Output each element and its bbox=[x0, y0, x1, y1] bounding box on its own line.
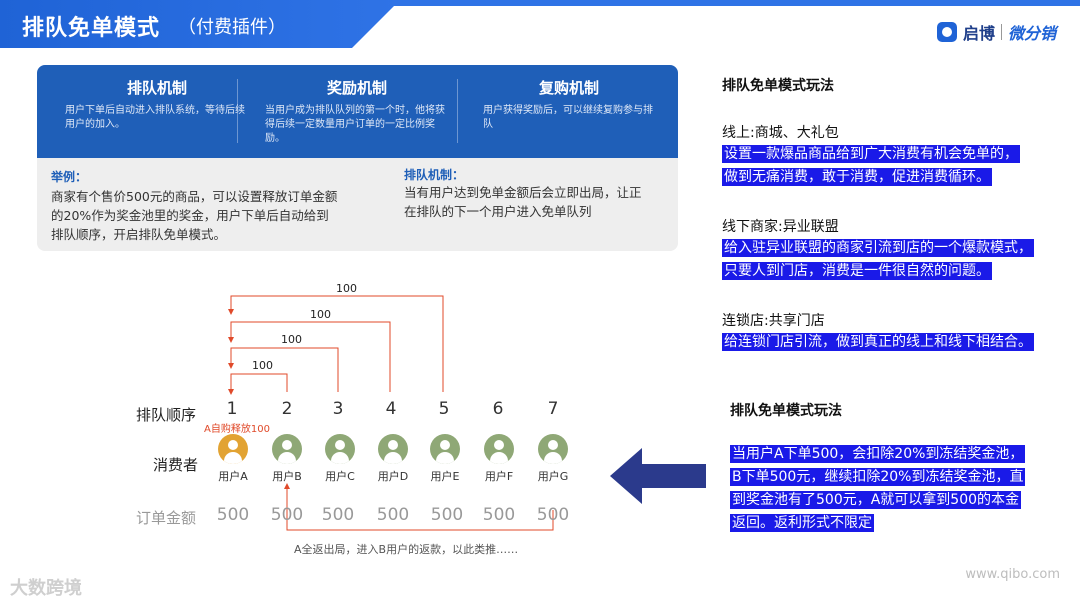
user-avatar-icon bbox=[430, 434, 460, 464]
section-head: 线上:商城、大礼包 bbox=[722, 125, 839, 141]
section-highlight: 给入驻异业联盟的商家引流到店的一个爆款模式， 只要人到门店，消费是一件很自然的问… bbox=[722, 237, 1034, 283]
order-amount: 500 bbox=[430, 505, 464, 525]
mechanism-card: 排队机制 用户下单后自动进入排队系统，等待后续用户的加入。 奖励机制 当用户成为… bbox=[37, 65, 678, 158]
queue-position: 2 bbox=[281, 399, 293, 419]
logo-product: 微分销 bbox=[1007, 24, 1056, 43]
queue-rule-text: 当有用户达到免单金额后会立即出局，让正 在排队的下一个用户进入免单队列 bbox=[404, 183, 642, 221]
user-name: 用户A bbox=[218, 470, 248, 483]
user-name: 用户D bbox=[377, 470, 409, 483]
queue-position: 4 bbox=[385, 399, 397, 419]
user-name: 用户G bbox=[537, 470, 569, 483]
mechanism-desc: 当用户成为排队队列的第一个时，他将获得后续一定数量用户订单的一定比例奖励。 bbox=[265, 105, 445, 144]
return-arrow-g-to-b bbox=[284, 483, 554, 531]
explain-highlight: 当用户A下单500，会扣除20%到冻结奖金池， B下单500元，继续扣除20%到… bbox=[730, 443, 1026, 535]
order-amount: 500 bbox=[482, 505, 516, 525]
example-line: 商家有个售价500元的商品，可以设置释放订单金额 bbox=[51, 189, 338, 204]
logo-icon bbox=[936, 22, 957, 42]
example-line: 排队顺序，开启排队免单模式。 bbox=[51, 227, 227, 242]
section-highlight: 给连锁门店引流，做到真正的线上和线下相结合。 bbox=[722, 331, 1034, 354]
mechanism-reward: 奖励机制 当用户成为排队队列的第一个时，他将获得后续一定数量用户订单的一定比例奖… bbox=[257, 77, 457, 146]
top-accent-line bbox=[380, 0, 1080, 6]
order-amount: 500 bbox=[376, 505, 410, 525]
order-amount: 500 bbox=[536, 505, 570, 525]
section-highlight: 设置一款爆品商品给到广大消费有机会免单的， 做到无痛消费，敢于消费，促进消费循环… bbox=[722, 143, 1020, 189]
return-arrow-d bbox=[228, 321, 391, 392]
row-label-order: 排队顺序 bbox=[136, 406, 197, 424]
queue-rule-line: 当有用户达到免单金额后会立即出局，让正 bbox=[404, 185, 642, 200]
logo-brand: 启博 bbox=[962, 24, 995, 43]
arrow-label: 100 bbox=[281, 333, 302, 346]
user-name: 用户F bbox=[484, 470, 514, 483]
logo-divider bbox=[1000, 24, 1002, 40]
mechanism-repurchase: 复购机制 用户获得奖励后，可以继续复购参与排队 bbox=[469, 77, 669, 132]
highlight-line: 做到无痛消费，敢于消费，促进消费循环。 bbox=[722, 168, 992, 186]
row-label-amount: 订单金额 bbox=[136, 509, 197, 527]
highlight-line: 给连锁门店引流，做到真正的线上和线下相结合。 bbox=[722, 333, 1034, 351]
mechanism-title: 奖励机制 bbox=[326, 79, 387, 97]
explain-line: 返回。返利形式不限定 bbox=[730, 514, 874, 532]
explain-line: 到奖金池有了500元，A就可以拿到500的本金 bbox=[730, 491, 1022, 509]
order-amount: 500 bbox=[216, 505, 250, 525]
example-panel: 举例： 商家有个售价500元的商品，可以设置释放订单金额 的20%作为奖金池里的… bbox=[37, 158, 678, 251]
queue-position: 7 bbox=[547, 399, 559, 419]
example-text: 商家有个售价500元的商品，可以设置释放订单金额 的20%作为奖金池里的奖金，用… bbox=[51, 187, 337, 244]
section-head: 线下商家:异业联盟 bbox=[722, 219, 839, 235]
row-label-consumer: 消费者 bbox=[153, 456, 199, 474]
queue-position: 6 bbox=[492, 399, 504, 419]
example-title: 举例： bbox=[51, 170, 88, 184]
page-subtitle: （付费插件） bbox=[178, 17, 286, 38]
section-head: 连锁店:共享门店 bbox=[722, 313, 825, 329]
explain-line: 当用户A下单500，会扣除20%到冻结奖金池， bbox=[730, 445, 1026, 463]
right-title-2: 排队免单模式玩法 bbox=[730, 403, 842, 419]
user-avatar-icon bbox=[378, 434, 408, 464]
mechanism-queue: 排队机制 用户下单后自动进入排队系统，等待后续用户的加入。 bbox=[57, 77, 257, 132]
queue-rule-line: 在排队的下一个用户进入免单队列 bbox=[404, 204, 592, 219]
page-title: 排队免单模式 bbox=[22, 16, 161, 41]
mechanism-title: 复购机制 bbox=[538, 79, 599, 97]
mechanism-desc: 用户下单后自动进入排队系统，等待后续用户的加入。 bbox=[65, 105, 245, 130]
user-avatar-icon bbox=[272, 434, 302, 464]
queue-rule-title: 排队机制： bbox=[404, 168, 465, 182]
watermark-right: www.qibo.com bbox=[965, 567, 1060, 582]
bottom-note: A全返出局，进入B用户的返款，以此类推…… bbox=[294, 543, 519, 556]
queue-arrows bbox=[228, 295, 554, 531]
divider bbox=[457, 79, 458, 143]
mechanism-desc: 用户获得奖励后，可以继续复购参与排队 bbox=[483, 105, 653, 130]
example-line: 的20%作为奖金池里的奖金，用户下单后自动给到 bbox=[51, 208, 329, 223]
queue-position: 5 bbox=[438, 399, 450, 419]
explain-line: B下单500元，继续扣除20%到冻结奖金池，直 bbox=[730, 468, 1026, 486]
arrow-label: 100 bbox=[252, 359, 273, 372]
return-arrow-c bbox=[228, 347, 339, 392]
order-amount: 500 bbox=[321, 505, 355, 525]
title-banner bbox=[0, 0, 400, 48]
big-left-arrow-icon bbox=[610, 448, 706, 504]
user-avatar-icon bbox=[325, 434, 355, 464]
return-arrow-e bbox=[228, 295, 444, 392]
highlight-line: 给入驻异业联盟的商家引流到店的一个爆款模式， bbox=[722, 239, 1034, 257]
highlight-line: 只要人到门店，消费是一件很自然的问题。 bbox=[722, 262, 992, 280]
user-name: 用户B bbox=[272, 470, 302, 483]
user-name: 用户E bbox=[430, 470, 460, 483]
highlight-line: 设置一款爆品商品给到广大消费有机会免单的， bbox=[722, 145, 1020, 163]
self-release-note: A自购释放100 bbox=[204, 424, 270, 435]
order-amount: 500 bbox=[270, 505, 304, 525]
brand-logo: 启博 微分销 bbox=[936, 20, 1056, 44]
user-avatar-icon bbox=[218, 434, 248, 464]
user-name: 用户C bbox=[325, 470, 355, 483]
arrow-label: 100 bbox=[336, 282, 357, 295]
user-avatar-icon bbox=[538, 434, 568, 464]
arrow-label: 100 bbox=[310, 308, 331, 321]
queue-position: 1 bbox=[226, 399, 238, 419]
divider bbox=[237, 79, 238, 143]
mechanism-title: 排队机制 bbox=[126, 79, 187, 97]
return-arrow-b bbox=[228, 373, 288, 395]
user-avatar-icon bbox=[484, 434, 514, 464]
watermark-left: 大数跨境 bbox=[10, 578, 82, 599]
right-title: 排队免单模式玩法 bbox=[722, 78, 834, 94]
queue-position: 3 bbox=[332, 399, 344, 419]
